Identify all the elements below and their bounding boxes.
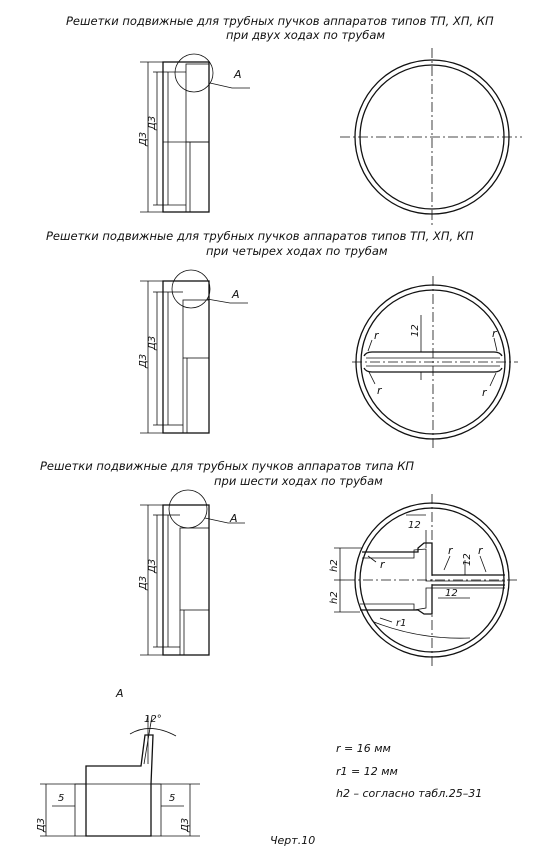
section3-title-line2: при шести ходах по трубам — [214, 474, 383, 488]
section1-detail-a-label: А — [233, 68, 242, 81]
note-h2: h2 – согласно табл.25–31 — [336, 787, 482, 800]
section3-r-label-right: r — [478, 544, 484, 557]
section1-front-view — [340, 48, 522, 226]
detail-a-circle — [174, 53, 214, 93]
section2-d3-outer-label: Д3 — [138, 354, 149, 369]
detail-a-angle: 12° — [144, 714, 162, 725]
section3-r1-label: r1 — [396, 618, 406, 629]
detail-a-title: А — [115, 687, 124, 700]
section3-side-view — [140, 489, 245, 656]
section3-r-label-left: r — [380, 558, 386, 571]
detail-a-dim-5-left: 5 — [58, 793, 64, 804]
section2-detail-a-label: А — [231, 288, 240, 301]
section2-side-view — [140, 269, 248, 434]
section2-title-line1: Решетки подвижные для трубных пучков апп… — [46, 229, 474, 243]
detail-a-dim-5-right: 5 — [169, 793, 175, 804]
section1-d3-outer-label: Д3 — [138, 132, 149, 147]
section3-d3-outer-label: Д3 — [138, 576, 149, 591]
detail-a-d3-right: Д3 — [180, 818, 191, 833]
section1-d3-inner-label: Д3 — [147, 116, 158, 131]
section2-r-label-br: r — [482, 386, 488, 399]
section3-d3-inner-label: Д3 — [147, 559, 158, 574]
section2-d3-inner-label: Д3 — [147, 336, 158, 351]
note-r1: r1 = 12 мм — [336, 765, 398, 778]
section1-title-line1: Решетки подвижные для трубных пучков апп… — [66, 14, 494, 28]
section2-front-view — [352, 276, 518, 448]
section2-r-label-bl: r — [377, 384, 383, 397]
section1-side-view — [140, 53, 250, 213]
section3-title-line1: Решетки подвижные для трубных пучков апп… — [40, 459, 415, 473]
section1-title-line2: при двух ходах по трубам — [226, 28, 386, 42]
detail-a-drawing — [40, 715, 200, 837]
section2-dim-12: 12 — [410, 324, 421, 337]
figure-number: Черт.10 — [270, 834, 315, 847]
section3-detail-a-label: А — [229, 512, 238, 525]
section3-h2-lower: h2 — [329, 591, 340, 604]
detail-a-d3-left: Д3 — [36, 818, 47, 833]
section3-dim-12-mid: 12 — [445, 588, 458, 599]
section3-dim-12-right: 12 — [462, 553, 473, 566]
section3-h2-upper: h2 — [329, 559, 340, 572]
section2-title-line2: при четырех ходах по трубам — [206, 244, 388, 258]
section3-r-label-mid: r — [448, 544, 454, 557]
note-r: r = 16 мм — [336, 742, 391, 755]
section3-dim-12-top: 12 — [408, 520, 421, 531]
section2-r-label-tr: r — [492, 327, 498, 340]
section2-r-label-tl: r — [374, 329, 380, 342]
section3-front-view — [334, 494, 518, 668]
